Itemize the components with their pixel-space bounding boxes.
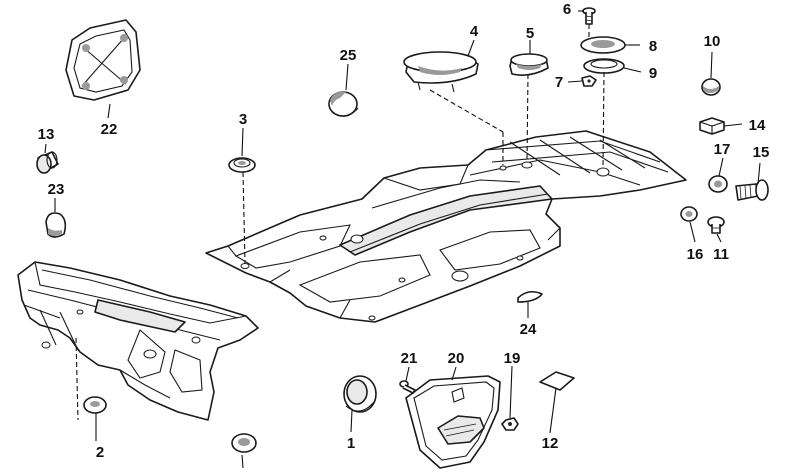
retainer-ring-9 — [583, 58, 625, 74]
callout-13: 13 — [38, 126, 55, 143]
nut-clip-7 — [581, 75, 597, 87]
callout-9: 9 — [649, 65, 657, 82]
callout-5: 5 — [526, 25, 534, 42]
screw-6 — [582, 7, 596, 25]
access-cover-20 — [405, 375, 501, 469]
callout-19: 19 — [504, 350, 521, 367]
callout-2: 2 — [96, 444, 104, 461]
callout-21: 21 — [401, 350, 418, 367]
grommet-lower — [231, 433, 257, 453]
stud-11 — [707, 216, 725, 234]
callout-3: 3 — [239, 111, 247, 128]
callout-7: 7 — [555, 74, 563, 91]
callout-22: 22 — [101, 121, 118, 138]
cylindrical-grommet — [36, 151, 59, 174]
nut-16 — [680, 206, 698, 222]
screw-21 — [399, 380, 416, 394]
callout-25: 25 — [340, 47, 357, 64]
floor-pan — [205, 130, 687, 323]
grommet-2 — [83, 396, 107, 414]
washer-17 — [708, 175, 728, 193]
small-plug-10 — [701, 78, 721, 96]
callout-labels: 1 2 3 4 5 6 7 8 9 10 11 12 13 14 15 16 1… — [38, 1, 770, 461]
medium-cap-5 — [509, 53, 549, 76]
leader-lines — [44, 10, 761, 469]
flat-pad-12 — [539, 371, 575, 391]
round-plug-25 — [328, 91, 359, 117]
callout-14: 14 — [749, 117, 766, 134]
callout-6: 6 — [563, 1, 571, 18]
large-cap-4 — [403, 51, 479, 93]
dome-plug — [45, 212, 67, 238]
callout-15: 15 — [753, 144, 770, 161]
callout-20: 20 — [448, 350, 465, 367]
seal-ring-8 — [580, 36, 626, 54]
callout-24: 24 — [520, 321, 537, 338]
rubber-block-14 — [699, 117, 725, 135]
grommet-ring-3 — [228, 157, 256, 173]
bolt-15 — [735, 179, 769, 201]
callout-17: 17 — [714, 141, 731, 158]
nut-19 — [501, 417, 519, 431]
callout-16: 16 — [687, 246, 704, 263]
square-cover-plate — [65, 19, 141, 101]
small-plate-24 — [517, 290, 543, 303]
callout-10: 10 — [704, 33, 721, 50]
callout-23: 23 — [48, 181, 65, 198]
callout-8: 8 — [649, 38, 657, 55]
bulkhead-panel — [17, 261, 259, 421]
callout-4: 4 — [470, 23, 479, 40]
callout-11: 11 — [713, 246, 729, 263]
callout-12: 12 — [542, 435, 559, 452]
round-grommet-1 — [343, 375, 377, 413]
callout-1: 1 — [347, 435, 355, 452]
